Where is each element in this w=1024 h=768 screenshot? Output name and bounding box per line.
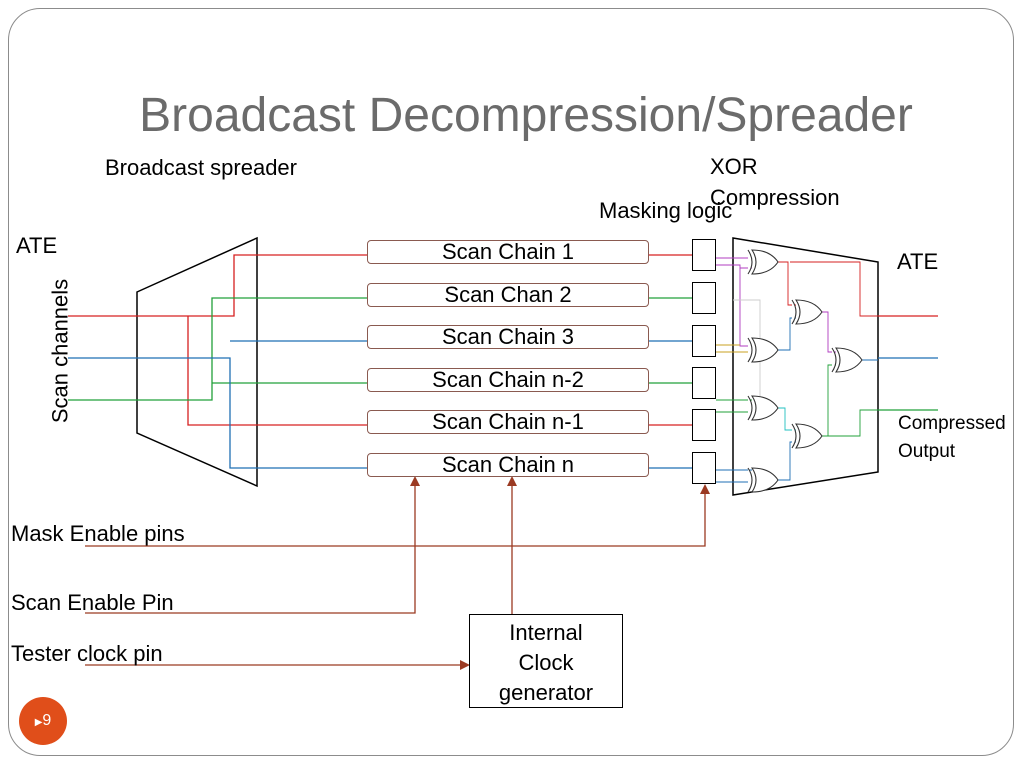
- play-icon: ▶: [34, 717, 43, 728]
- clock-generator-line3: generator: [498, 680, 594, 705]
- slide-title: Broadcast Decompression/Spreader: [139, 89, 913, 142]
- xor-gate-7: [831, 347, 863, 373]
- scan-chain-n-2: Scan Chain n-2: [367, 368, 649, 392]
- ate-right-label: ATE: [897, 249, 939, 274]
- broadcast-spreader-label: Broadcast spreader: [105, 155, 297, 180]
- xor-gate-2: [747, 337, 779, 363]
- xor-gate-1: [747, 249, 779, 275]
- ate-left-label: ATE: [16, 233, 58, 258]
- mask-cell-6: [692, 452, 716, 484]
- xor-gate-5: [791, 299, 823, 325]
- spreader-net-blue: [137, 340, 367, 469]
- scan-chain-3: Scan Chain 3: [367, 325, 649, 349]
- clock-generator-line2: Clock: [518, 650, 574, 675]
- scan-chain-n: Scan Chain n: [367, 453, 649, 477]
- internal-clock-generator: Internal Clock generator: [469, 614, 623, 708]
- page-number-badge: ▶9: [19, 697, 67, 745]
- xor-gate-4: [747, 467, 779, 493]
- scan-chain-2: Scan Chan 2: [367, 283, 649, 307]
- compressed-output-label-line2: Output: [898, 441, 956, 462]
- compressed-output-label-line1: Compressed: [898, 413, 1006, 434]
- xor-gate-3: [747, 395, 779, 421]
- mask-cell-5: [692, 409, 716, 441]
- masking-logic-label: Masking logic: [599, 198, 733, 223]
- scan-chain-1: Scan Chain 1: [367, 240, 649, 264]
- clock-gen-arrowhead: [507, 476, 517, 486]
- tester-clock-arrowhead: [460, 660, 470, 670]
- scan-enable-wire: [85, 482, 416, 614]
- mask-cell-2: [692, 282, 716, 314]
- xor-compressor-block: [732, 237, 879, 496]
- scan-enable-arrowhead: [410, 476, 420, 486]
- slide-frame: [8, 8, 1014, 756]
- spreader-net-green: [137, 297, 367, 401]
- xor-gate-6: [791, 423, 823, 449]
- xor-compression-label-line1: XOR: [710, 154, 758, 179]
- mask-enable-wire: [85, 490, 706, 547]
- tester-clock-pin-label: Tester clock pin: [11, 641, 163, 666]
- scan-chain-n-1: Scan Chain n-1: [367, 410, 649, 434]
- spreader-net-red: [137, 254, 367, 426]
- page-number: 9: [42, 712, 52, 729]
- mask-cell-1: [692, 239, 716, 271]
- mask-cell-4: [692, 367, 716, 399]
- clock-generator-line1: Internal: [509, 620, 583, 645]
- xor-compression-label-line2: Compression: [710, 185, 840, 210]
- mask-enable-pins-label: Mask Enable pins: [11, 521, 185, 546]
- scan-enable-pin-label: Scan Enable Pin: [11, 590, 174, 615]
- scan-channels-label: Scan channels: [47, 278, 73, 424]
- broadcast-spreader-block: [136, 236, 258, 488]
- mask-enable-arrowhead: [700, 484, 710, 494]
- mask-cell-3: [692, 325, 716, 357]
